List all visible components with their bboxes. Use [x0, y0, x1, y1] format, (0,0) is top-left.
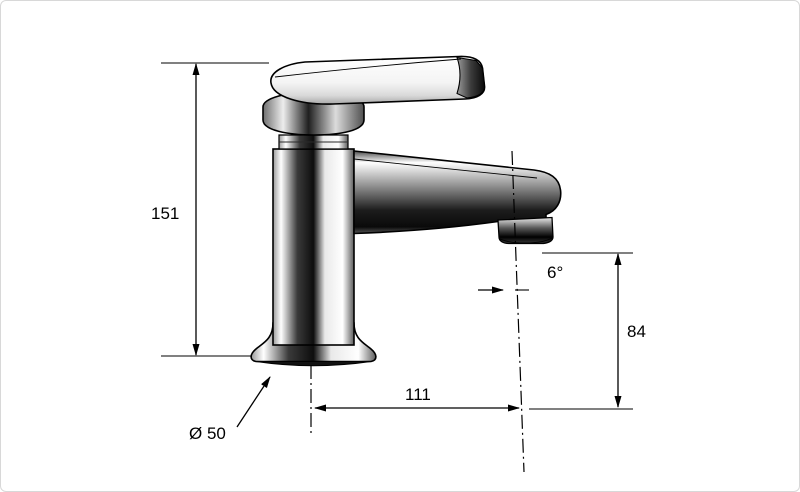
- dim-angle-label: 6°: [547, 263, 563, 282]
- dimension-outlet-angle: 6°: [478, 263, 563, 294]
- faucet-illustration: [250, 55, 562, 367]
- dim-base-diameter-label: Ø 50: [189, 424, 226, 443]
- faucet-spout: [353, 150, 562, 235]
- aerator-rim: [499, 237, 553, 244]
- faucet-base-rim: [255, 361, 372, 367]
- outlet-axis-centerline: [511, 150, 525, 473]
- dim-height-label: 151: [151, 204, 179, 223]
- spout-top-edge: [353, 158, 538, 179]
- dim-outlet-height-label: 84: [627, 322, 646, 341]
- faucet-handle: [270, 55, 486, 105]
- spout-aerator: [497, 216, 554, 245]
- leader-line-base: [236, 376, 271, 428]
- dimension-outlet-height: 84: [529, 252, 646, 410]
- faucet-body: [272, 148, 355, 346]
- dimension-base-diameter: Ø 50: [189, 376, 271, 443]
- dimension-height: 151: [151, 62, 269, 357]
- dimension-reach: 111: [314, 385, 520, 412]
- handle-tip-face: [456, 56, 486, 99]
- dim-reach-label: 111: [405, 385, 431, 404]
- handle-top-crease: [274, 58, 462, 78]
